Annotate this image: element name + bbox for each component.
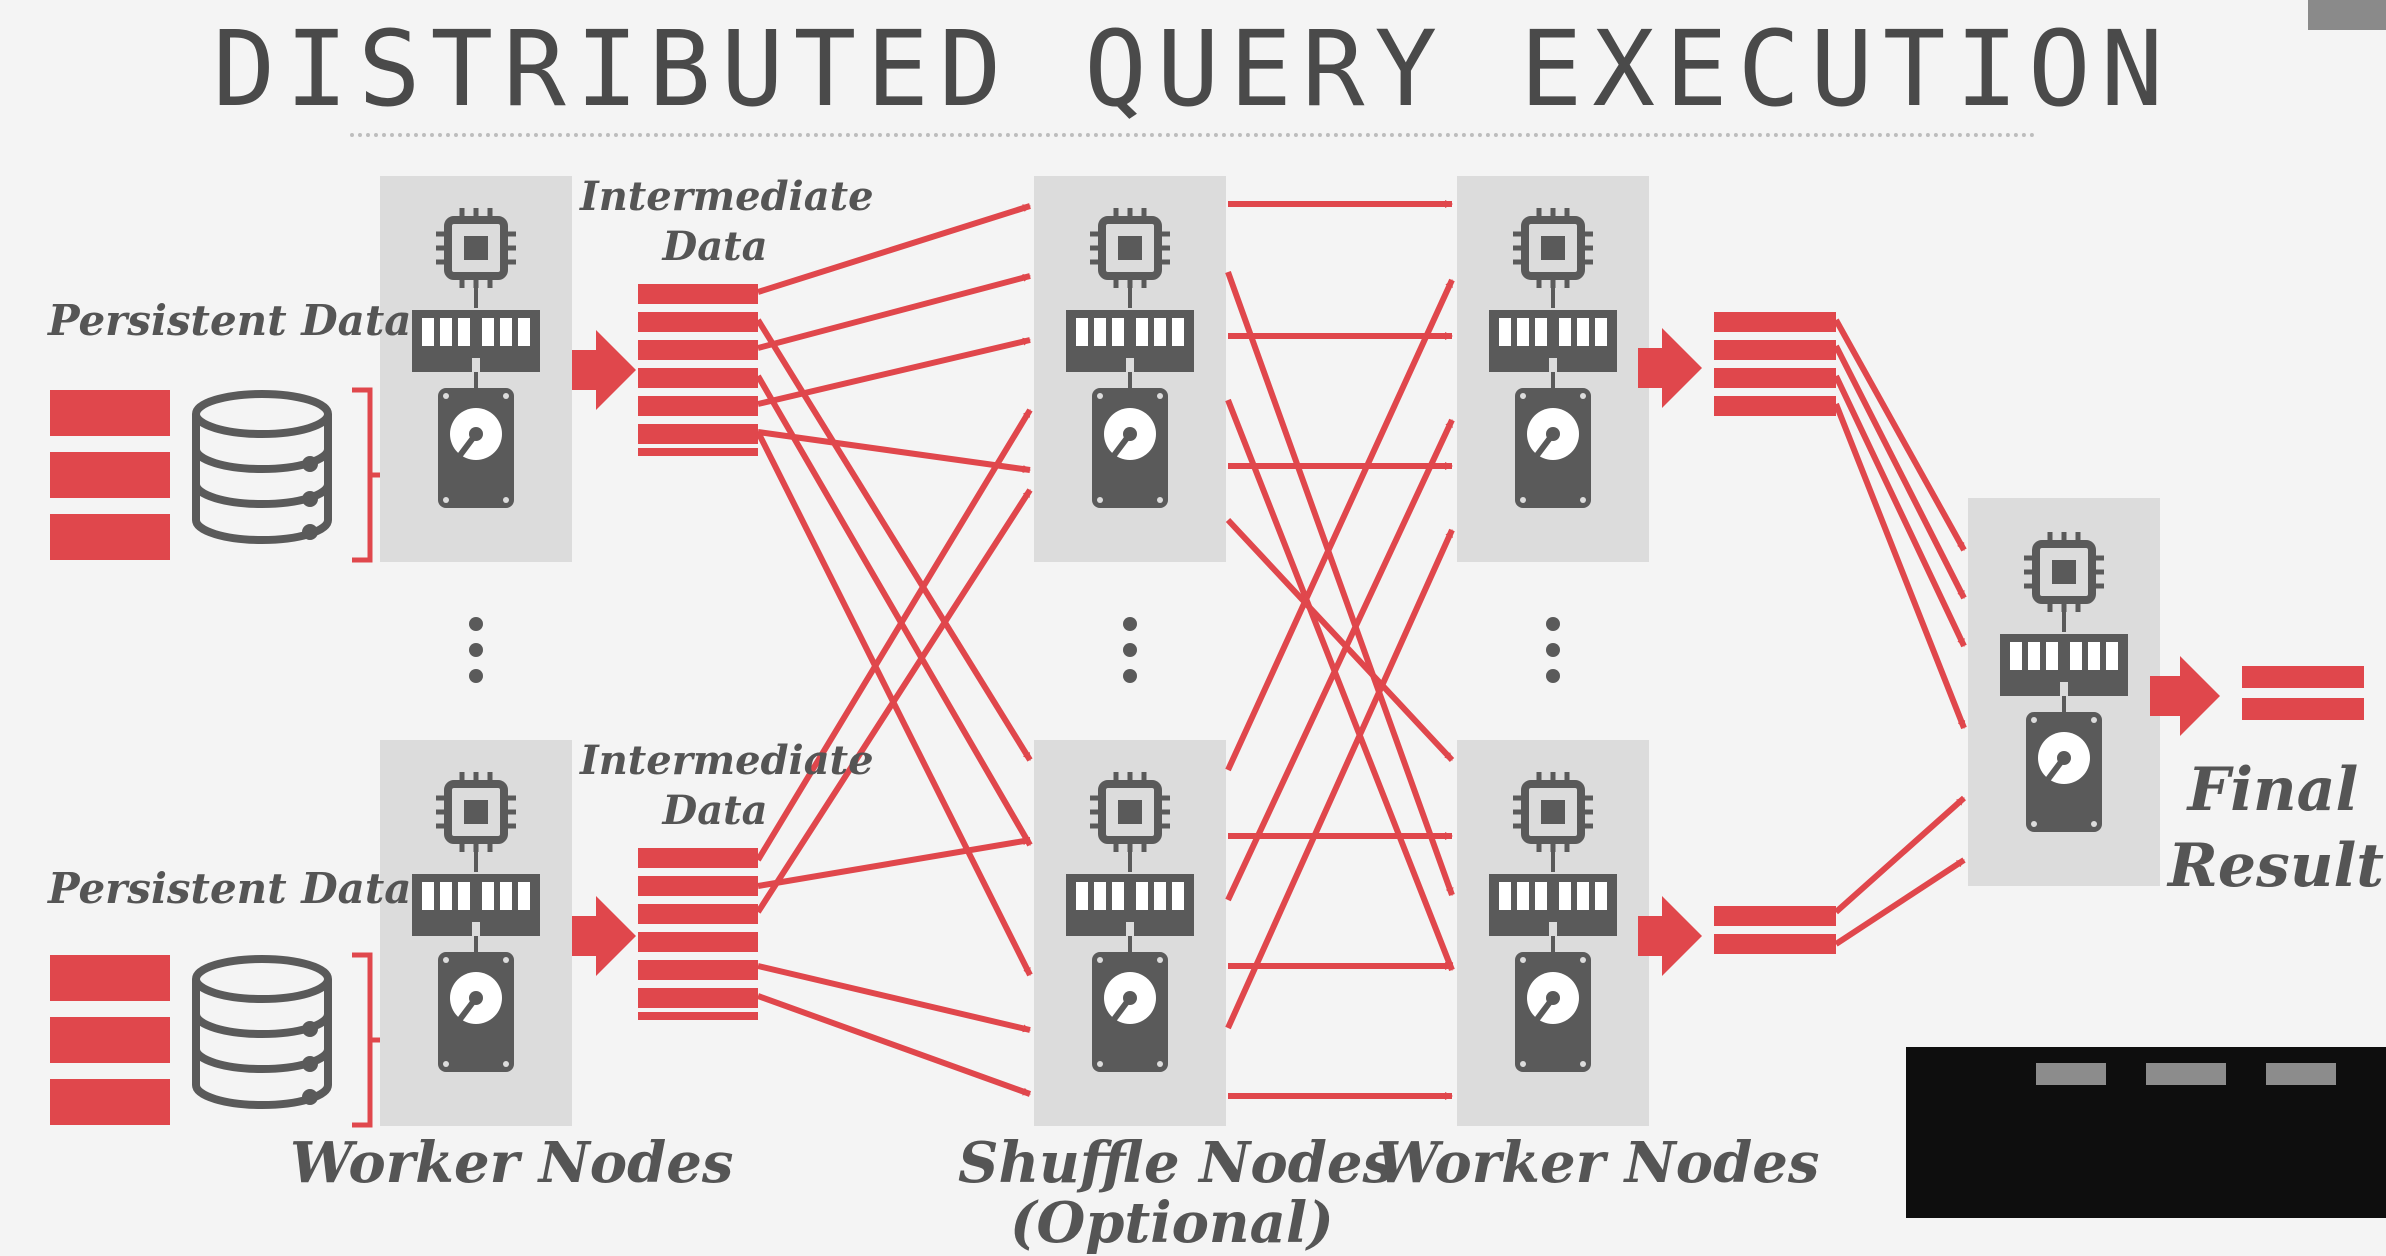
intermediate-data-label-bottom: Intermediate Data bbox=[580, 737, 874, 834]
title-divider bbox=[350, 133, 2036, 137]
intermediate-data-top bbox=[638, 284, 758, 456]
vertical-ellipsis-icon bbox=[469, 617, 1560, 683]
worker-nodes-label-right: Worker Nodes bbox=[1376, 1130, 1820, 1196]
worker-node-left-top bbox=[380, 176, 572, 562]
page-title: DISTRIBUTED QUERY EXECUTION bbox=[212, 8, 2174, 130]
persistent-data-label-bottom: Persistent Data bbox=[48, 864, 412, 913]
shuffle-arrows bbox=[755, 200, 1967, 1100]
worker-node-right-top bbox=[1457, 176, 1649, 562]
final-result-data bbox=[2242, 666, 2364, 720]
shuffle-node-bottom bbox=[1034, 740, 1226, 1126]
persistent-data-bottom bbox=[50, 952, 384, 1128]
webcam-window bbox=[2266, 1063, 2336, 1085]
intermediate-data-bottom bbox=[638, 848, 758, 1020]
shuffle-nodes-label: Shuffle Nodes bbox=[958, 1130, 1395, 1196]
shuffle-node-top bbox=[1034, 176, 1226, 562]
final-node bbox=[1968, 498, 2160, 886]
worker-node-left-bottom bbox=[380, 740, 572, 1126]
query-execution-diagram bbox=[50, 176, 2364, 1128]
webcam-window bbox=[2036, 1063, 2106, 1085]
fat-arrows bbox=[572, 328, 2220, 976]
persistent-data-top bbox=[50, 387, 384, 563]
worker-nodes-label-left: Worker Nodes bbox=[290, 1130, 734, 1196]
persistent-data-label-top: Persistent Data bbox=[48, 296, 412, 345]
output-data-bottom bbox=[1714, 906, 1836, 954]
final-result-label: Final Result bbox=[2168, 755, 2384, 901]
output-data-top bbox=[1714, 312, 1836, 416]
slide-number-badge bbox=[2308, 0, 2386, 30]
presenter-webcam bbox=[1906, 1047, 2386, 1218]
webcam-window bbox=[2146, 1063, 2226, 1085]
worker-node-right-bottom bbox=[1457, 740, 1649, 1126]
shuffle-nodes-optional-label: (Optional) bbox=[1010, 1190, 1334, 1256]
intermediate-data-label-top: Intermediate Data bbox=[580, 173, 874, 270]
